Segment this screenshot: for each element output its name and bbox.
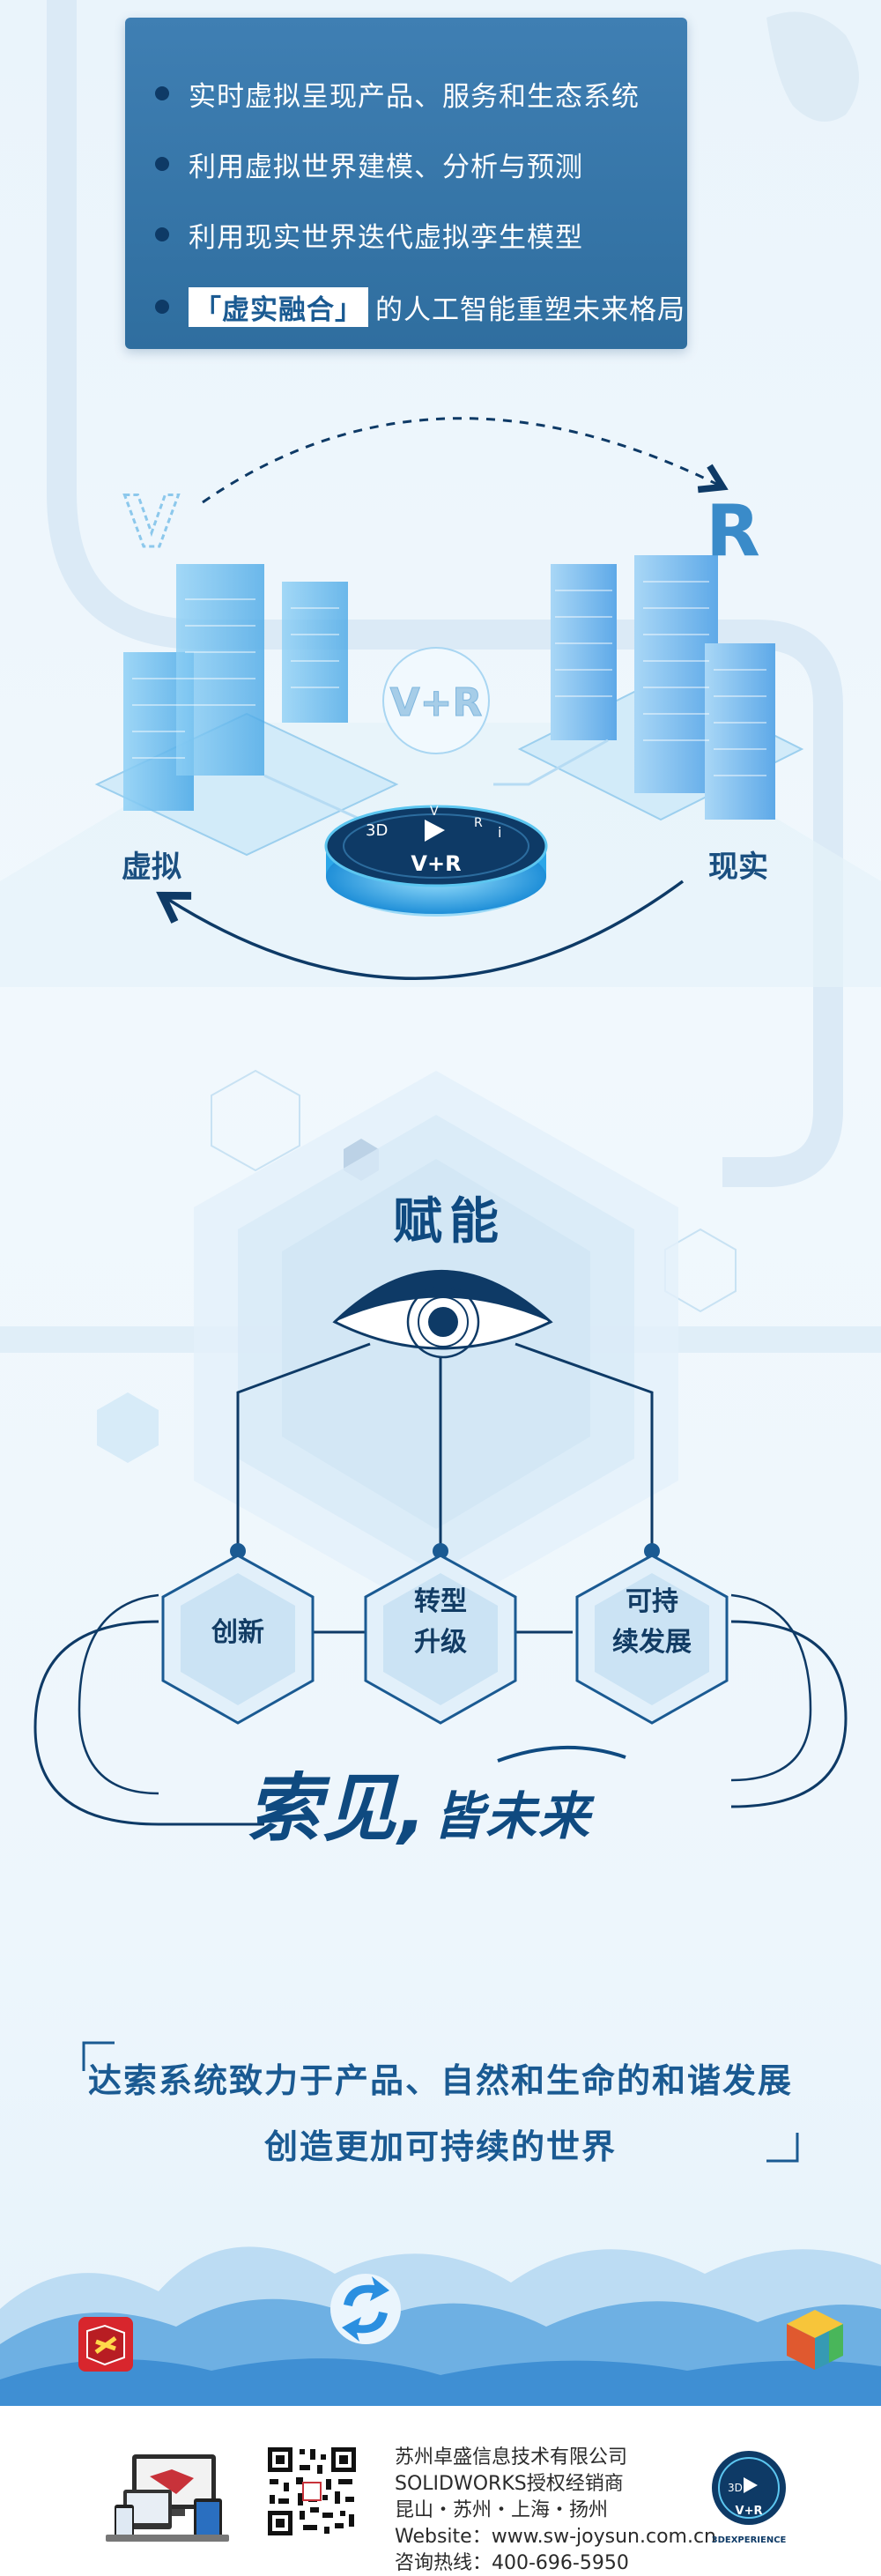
- slogan: 索见, 皆未来: [247, 1749, 652, 1852]
- feature-item: 利用现实世界迭代虚拟孪生模型: [155, 217, 583, 254]
- feature-text: 实时虚拟呈现产品、服务和生态系统: [189, 80, 640, 113]
- label-real: 现实: [708, 850, 768, 885]
- feature-text: 利用虚拟世界建模、分析与预测: [189, 151, 583, 183]
- sync-logo-icon: [330, 2274, 401, 2344]
- disc-3d-text: 3D: [366, 821, 388, 840]
- feature-list-panel: 实时虚拟呈现产品、服务和生态系统 利用虚拟世界建模、分析与预测 利用现实世界迭代…: [125, 18, 687, 349]
- hex-label-line: 升级: [414, 1627, 467, 1658]
- feature-item: 利用虚拟世界建模、分析与预测: [155, 146, 583, 183]
- footer-hotline: 咨询热线：400-696-5950: [395, 2552, 629, 2574]
- arc-dashed: [202, 417, 729, 504]
- footer: 苏州卓盛信息技术有限公司 SOLIDWORKS授权经销商 昆山・苏州・上海・扬州…: [0, 2406, 881, 2576]
- logo-3dx-text: 3DEXPERIENCE: [712, 2535, 787, 2545]
- logo-vr-text: V+R: [736, 2505, 763, 2518]
- feature-text: 利用现实世界迭代虚拟孪生模型: [189, 221, 583, 254]
- real-buildings: [551, 555, 775, 820]
- disc-r-text: R: [474, 816, 483, 830]
- qr-code-icon: [264, 2444, 359, 2539]
- hex-label-line: 续发展: [612, 1627, 692, 1658]
- bullet-dot-icon: [155, 300, 169, 314]
- empower-diagram: 赋能: [33, 1069, 848, 1826]
- hex-label-innovation: 创新: [211, 1617, 264, 1648]
- cube-logo-icon: [787, 2310, 843, 2370]
- feature-text: 的人工智能重塑未来格局: [375, 293, 685, 326]
- r-letter: R: [706, 490, 760, 572]
- slogan-tail: 皆未来: [433, 1786, 592, 1846]
- disc-i-text: i: [498, 824, 501, 841]
- arc-solid: [156, 880, 685, 980]
- 3dexperience-logo-icon: 3D V+R 3DEXPERIENCE: [712, 2451, 787, 2545]
- hex-label-line: 可持: [626, 1586, 678, 1617]
- mission-brackets: [82, 2041, 799, 2163]
- slogan-main: 索见,: [247, 1765, 428, 1852]
- hex-label-line: 转型: [414, 1586, 467, 1617]
- footer-website-link[interactable]: Website：www.sw-joysun.com.cn: [395, 2526, 716, 2548]
- eye-icon: [332, 1270, 553, 1359]
- v-letter: V: [124, 481, 179, 563]
- footer-company: 苏州卓盛信息技术有限公司: [395, 2446, 628, 2468]
- empower-title: 赋能: [393, 1193, 506, 1251]
- virtual-buildings: [123, 564, 348, 811]
- devices-icon: [106, 2454, 229, 2542]
- feature-item: 实时虚拟呈现产品、服务和生态系统: [155, 76, 640, 113]
- feature-item: 「虚实融合」 的人工智能重塑未来格局: [155, 286, 685, 327]
- cloud-band: [0, 2246, 881, 2415]
- solidworks-logo-icon: [78, 2317, 133, 2372]
- hex-label-sustainability: 可持 续发展: [586, 1582, 718, 1663]
- bullet-dot-icon: [155, 157, 169, 171]
- label-virtual: 虚拟: [122, 850, 181, 885]
- hex-sustainability: [575, 1554, 729, 1725]
- mission-line-2: 创造更加可持续的世界: [263, 2127, 617, 2166]
- disc-v-text: V: [430, 805, 439, 819]
- virtual-real-diagram: V R V+R 3D V R i V+R 虚拟 现实: [94, 417, 804, 980]
- disc-vr-text: V+R: [411, 851, 461, 876]
- slogan-swoosh: [497, 1745, 626, 1763]
- highlight-term: 「虚实融合」: [189, 286, 368, 327]
- hex-label-transformation: 转型 升级: [379, 1582, 502, 1663]
- footer-dealer: SOLIDWORKS授权经销商: [395, 2473, 624, 2495]
- footer-cities: 昆山・苏州・上海・扬州: [395, 2499, 609, 2521]
- hex-transformation: [364, 1554, 517, 1725]
- bullet-dot-icon: [155, 227, 169, 241]
- mission-line-1: 达索系统致力于产品、自然和生命的和谐发展: [88, 2061, 794, 2100]
- bullet-dot-icon: [155, 86, 169, 100]
- hex-innovation: [161, 1554, 315, 1725]
- vr-bubble-text: V+R: [390, 680, 483, 725]
- logo-3d-text: 3D: [728, 2482, 743, 2494]
